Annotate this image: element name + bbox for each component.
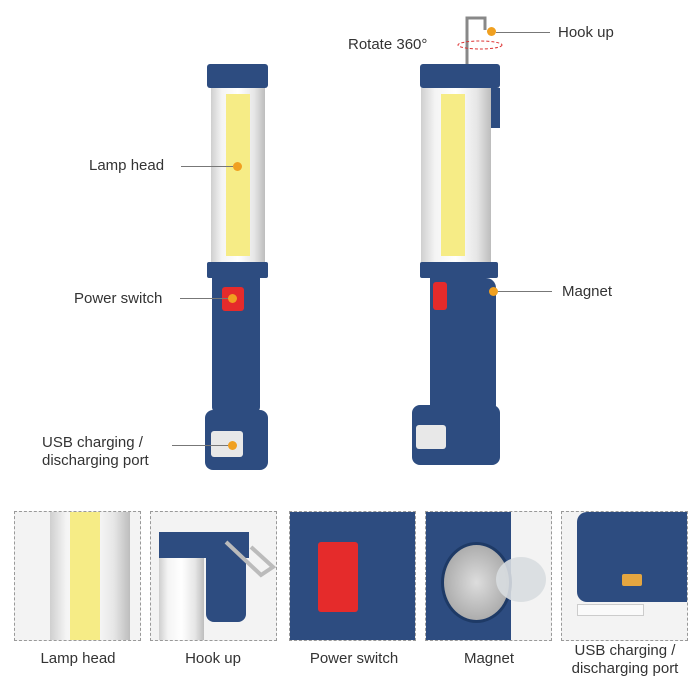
callout-power-switch: Power switch bbox=[74, 290, 163, 307]
callout-lamp-head: Lamp head bbox=[89, 157, 165, 174]
detail-lamp-head bbox=[14, 511, 141, 641]
callout-dot bbox=[233, 162, 242, 171]
caption-power-switch: Power switch bbox=[309, 650, 399, 667]
callout-dot bbox=[228, 441, 237, 450]
usb-port-cover bbox=[211, 431, 243, 457]
caption-hook-up: Hook up bbox=[185, 650, 241, 667]
lamp-top-cap bbox=[420, 64, 500, 88]
caption-lamp-head: Lamp head bbox=[40, 650, 116, 667]
lamp-top-cap bbox=[207, 64, 268, 88]
detail-usb-port bbox=[561, 511, 688, 641]
callout-rotate: Rotate 360° bbox=[348, 36, 428, 53]
detail-magnet bbox=[425, 511, 552, 641]
power-switch bbox=[433, 282, 447, 310]
callout-hook-up: Hook up bbox=[558, 24, 614, 41]
usb-port-cover bbox=[416, 425, 446, 449]
caption-usb-port: USB charging /discharging port bbox=[555, 642, 695, 678]
caption-text: discharging port bbox=[571, 660, 679, 677]
caption-magnet: Magnet bbox=[463, 650, 515, 667]
callout-dot bbox=[487, 27, 496, 36]
callout-text: USB charging / bbox=[42, 434, 143, 451]
detail-power-switch bbox=[289, 511, 416, 641]
hook-icon bbox=[457, 16, 503, 65]
detail-hook-up bbox=[150, 511, 277, 641]
callout-magnet: Magnet bbox=[562, 283, 613, 300]
cob-strip bbox=[226, 94, 250, 256]
callout-dot bbox=[228, 294, 237, 303]
callout-dot bbox=[489, 287, 498, 296]
caption-text: USB charging / bbox=[574, 642, 676, 659]
callout-text: discharging port bbox=[42, 452, 149, 469]
lamp-collar bbox=[207, 262, 268, 278]
lamp-collar bbox=[420, 262, 498, 278]
callout-usb-port: USB charging /discharging port bbox=[42, 434, 149, 470]
cob-strip bbox=[441, 94, 465, 256]
hook-bracket bbox=[490, 88, 500, 128]
